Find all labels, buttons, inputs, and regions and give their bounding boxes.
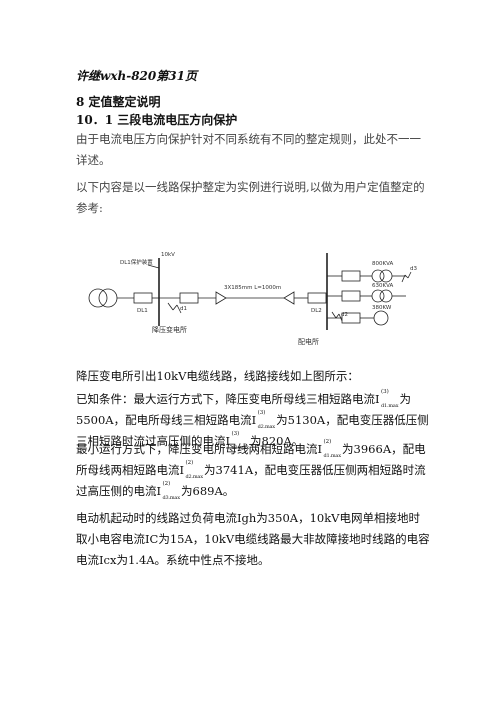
load-breaker-2-icon xyxy=(341,290,361,302)
label-load-2: 630KVA xyxy=(372,283,394,289)
breaker-dl2-icon xyxy=(307,292,327,304)
text-segment: 为689A。 xyxy=(181,484,235,498)
fault-d2-icon xyxy=(331,311,343,322)
current-symbol-d2-2ph: I(2)d2.max xyxy=(179,460,204,480)
text-segment: 为5500A，配电所母线三相短路电流 xyxy=(76,392,412,427)
label-substation: 降压变电所 xyxy=(152,325,187,334)
label-breaker-dl2: DL2 xyxy=(311,308,322,314)
intro-paragraph-2: 以下内容是以一线路保护整定为实例进行说明,以做为用户定值整定的参考: xyxy=(76,180,425,215)
label-load-1: 800KVA xyxy=(372,261,394,267)
text-segment: 为3741A，配电变压器低压侧两相短路时流过高压侧的电流 xyxy=(76,463,426,498)
text-segment: 为3966A，配电所母线两相短路电流 xyxy=(76,442,426,477)
label-load-3: 380KW xyxy=(372,305,392,311)
subsection-title: 10．1 三段电流电压方向保护 xyxy=(76,113,238,127)
current-symbol-d3-2ph: I(2)d3.max xyxy=(156,481,181,501)
line-wiring-diagram: DL1保护装置 10kV 3X185mm L=1000m 降压变电所 配电所 D… xyxy=(88,252,417,346)
load-breaker-1-icon xyxy=(341,270,361,282)
current-symbol-d3-3ph: I(3)d3.max xyxy=(225,431,250,451)
text-segment: 最小运行方式下，降压变电所母线两相短路电流 xyxy=(76,442,318,456)
load-transformer-2-icon xyxy=(371,289,385,303)
breaker-dl1-icon xyxy=(133,292,153,304)
current-symbol-d2-3ph: I(3)d2.max xyxy=(251,410,276,430)
fault-d1-icon xyxy=(167,302,182,314)
body-paragraph-1: 降压变电所引出10kV电缆线路，线路接线如上图所示： xyxy=(76,369,359,383)
load-transformer-1-icon xyxy=(371,269,385,283)
label-distribution: 配电所 xyxy=(298,337,319,346)
label-fault-d1: d1 xyxy=(180,306,187,312)
text-segment: 为820A。 xyxy=(250,434,304,448)
body-paragraph-4: 电动机起动时的线路过负荷电流Igh为350A，10kV电网单相接地时取小电容电流… xyxy=(76,511,430,567)
text-segment: 为5130A，配电变压器低压侧三相短路时流过高压侧的电流 xyxy=(76,413,429,448)
label-bus-voltage: 10kV xyxy=(161,252,175,258)
section-title: 8 定值整定说明 xyxy=(76,95,161,109)
outgoing-breaker-icon xyxy=(179,292,199,304)
text-segment: 已知条件：最大运行方式下，降压变电所母线三相短路电流 xyxy=(76,392,375,406)
current-symbol-d1-3ph: I(3)d1.max xyxy=(375,389,399,409)
motor-icon xyxy=(373,310,389,326)
label-breaker-dl1: DL1 xyxy=(137,308,148,314)
cable-head-right-icon xyxy=(283,291,295,305)
label-fault-d3: d3 xyxy=(410,266,417,272)
cable-head-left-icon xyxy=(215,291,227,305)
fault-d3-icon xyxy=(401,271,412,283)
source-transformer-icon xyxy=(88,288,118,308)
label-fault-d2: d2 xyxy=(341,312,348,318)
label-line-spec: 3X185mm L=1000m xyxy=(224,285,281,291)
page-header: 许继wxh-820第31页 xyxy=(76,69,197,83)
current-symbol-d1-2ph: I(2)d1.max xyxy=(317,439,342,459)
label-protection-device: DL1保护装置 xyxy=(120,258,153,266)
intro-paragraph-1: 由于电流电压方向保护针对不同系统有不同的整定规则，此处不一一详述。 xyxy=(76,132,421,167)
